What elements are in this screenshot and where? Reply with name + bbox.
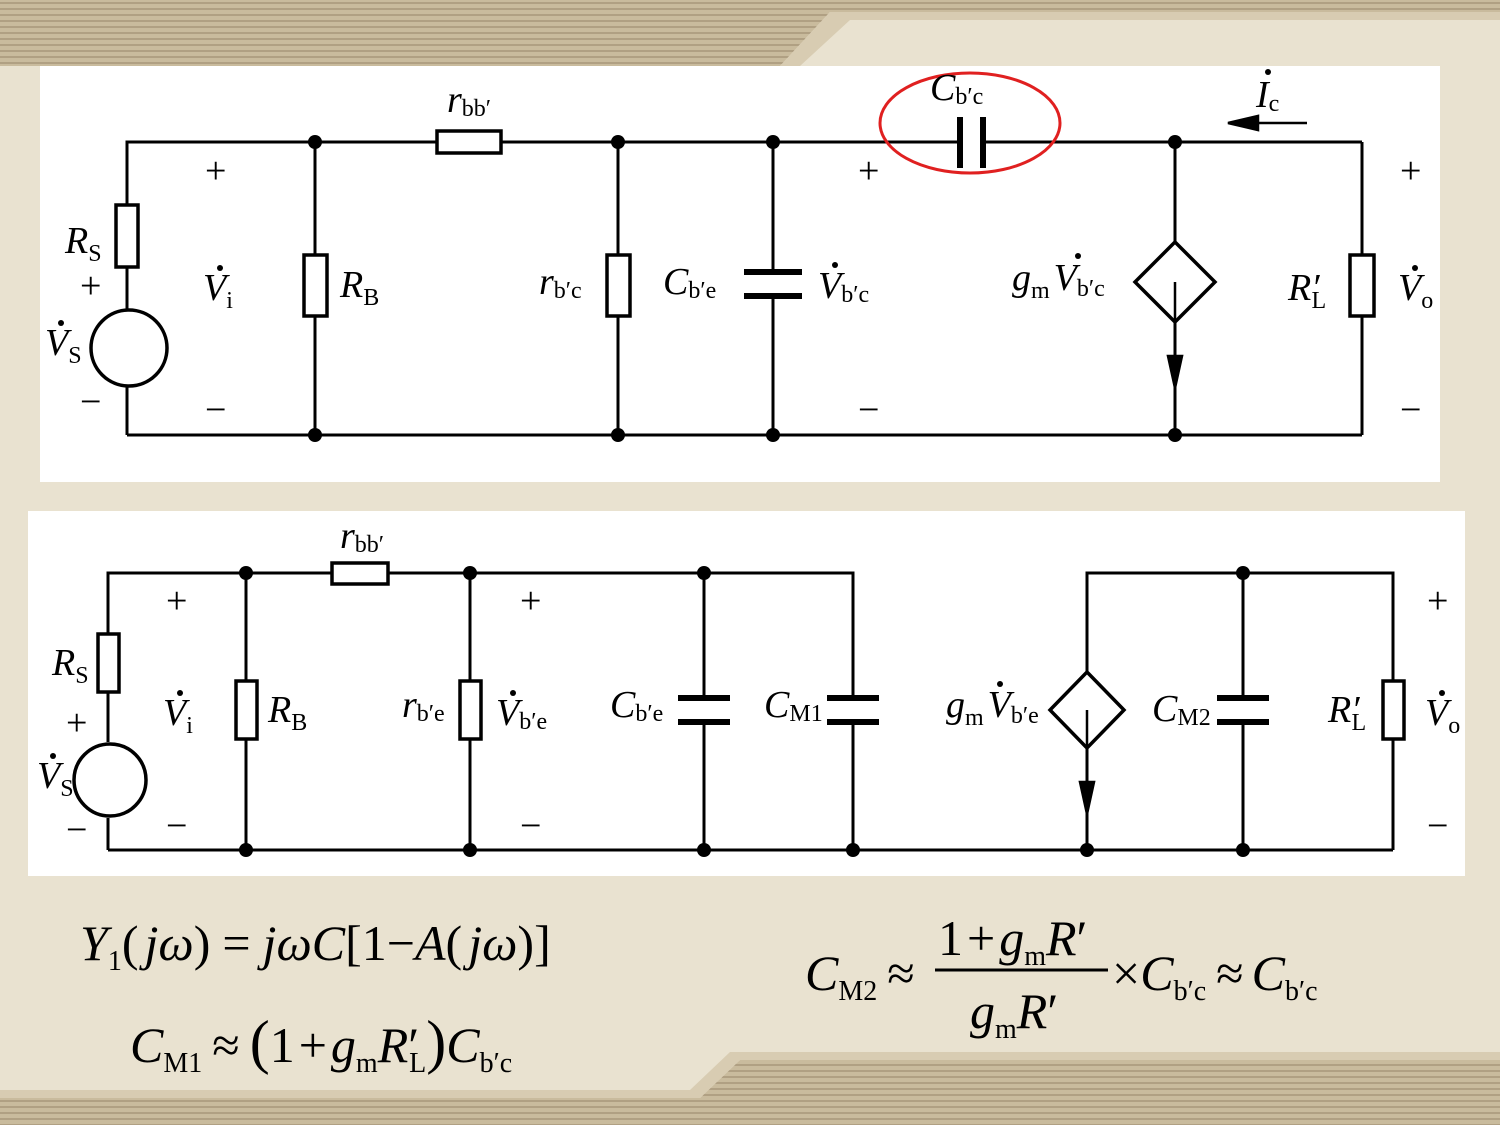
label-rb-top: RB (339, 264, 379, 311)
dot-vo-bottom (1439, 690, 1445, 696)
sign-minus-vs-top: − (80, 381, 101, 423)
sign-minus-vi-bottom: − (166, 805, 187, 847)
resistor-rs-top (114, 203, 140, 269)
current-arrow-left-ic (1227, 114, 1260, 132)
label-rbb-top: rbb′ (447, 79, 491, 122)
label-rs-bottom: RS (51, 642, 89, 689)
dot-vs-bottom (50, 753, 56, 759)
sign-plus-vo-bottom: + (1427, 580, 1448, 622)
label-cbe-bottom: Cb′e (610, 684, 663, 727)
sign-minus-vo-top: − (1400, 389, 1421, 431)
sign-minus-vo-bottom: − (1427, 805, 1448, 847)
resistor-rbb-bottom (330, 561, 390, 586)
bottom-components (72, 561, 1406, 818)
label-rbe-bottom: rb′e (402, 684, 445, 727)
top-capacitors (744, 117, 986, 299)
resistor-rbe-bottom (458, 679, 483, 741)
label-cbc-top: Cb′c (930, 67, 983, 110)
bottom-stripe-edge (0, 1052, 1500, 1098)
label-rbc-top: rb′c (539, 261, 582, 304)
top-arrows (1166, 114, 1307, 389)
top-nodes (308, 135, 1182, 442)
dot-vi-bottom (177, 690, 183, 696)
resistor-rbb-top (435, 129, 503, 155)
label-vi-top: Vi (203, 267, 233, 314)
resistor-rbc-top (605, 253, 632, 318)
label-cm2: CM2 (1152, 688, 1211, 731)
dot-ic-top (1265, 69, 1271, 75)
top-stripe-edge (780, 12, 1500, 66)
top-stripe (0, 0, 1500, 66)
label-cm1: CM1 (764, 684, 823, 727)
label-vs-bottom: VS (37, 755, 74, 802)
label-vs-top: VS (45, 322, 82, 369)
sign-plus-vi-top: + (205, 150, 226, 192)
dot-vo-top (1412, 265, 1418, 271)
label-rs-top: RS (64, 220, 102, 267)
label-ic-top: Ic (1255, 74, 1279, 117)
label-rl-bottom: R′L (1327, 689, 1366, 736)
label-vbe-bottom: Vb′e (496, 692, 547, 735)
sign-plus-vo-top: + (1400, 150, 1421, 192)
top-components (89, 129, 1376, 388)
label-rbb-bottom: rbb′ (340, 515, 384, 558)
highlight-circle (878, 71, 1062, 175)
sign-plus-vbc-top: + (858, 150, 879, 192)
resistor-rb-bottom (234, 679, 259, 741)
label-rb-bottom: RB (267, 689, 307, 736)
sign-minus-vbc-top: − (858, 389, 879, 431)
resistor-rs-bottom (96, 632, 121, 694)
current-arrow-down-top (1166, 354, 1184, 389)
dot-gm-vbe-bottom (997, 681, 1003, 687)
resistor-rl-bottom (1381, 679, 1406, 741)
sign-plus-vs-top: + (80, 265, 101, 307)
sign-plus-vi-bottom: + (166, 580, 187, 622)
sign-plus-vbe-bottom: + (520, 580, 541, 622)
sign-minus-vi-top: − (205, 389, 226, 431)
top-wires (125, 140, 1364, 437)
top-circuit-diagram: RS + − VS + − Vi RB rbb′ rb′c Cb′e Vb′c … (45, 67, 1433, 442)
bottom-capacitors (678, 695, 1269, 725)
top-circuit-panel: RS + − VS + − Vi RB rbb′ rb′c Cb′e Vb′c … (40, 66, 1440, 482)
label-vbc-top: Vb′c (818, 265, 869, 308)
label-rl-top: R′L (1287, 267, 1326, 314)
dot-vbc-top (832, 262, 838, 268)
current-arrow-down-bottom (1078, 780, 1096, 815)
label-vo-top: Vo (1398, 267, 1433, 314)
voltage-source-vs-bottom (72, 742, 148, 818)
label-vo-bottom: Vo (1425, 692, 1460, 739)
dot-vi-top (217, 265, 223, 271)
bottom-arrows (1078, 710, 1096, 815)
dot-gm-vbc-top (1075, 253, 1081, 259)
resistor-rl-top (1348, 253, 1376, 318)
dot-vbe-bottom (510, 690, 516, 696)
bottom-circuit-diagram: RS + − VS + − Vi RB rbb′ rb′e + − Vb′e C… (37, 515, 1460, 857)
sign-minus-vbe-bottom: − (520, 805, 541, 847)
bottom-nodes (239, 566, 1250, 857)
bottom-circuit-panel: RS + − VS + − Vi RB rbb′ rb′e + − Vb′e C… (28, 511, 1465, 876)
sign-plus-vs-bottom: + (66, 702, 87, 744)
bottom-stripe (0, 1060, 1500, 1125)
resistor-rb-top (302, 253, 329, 318)
dot-vs-top (58, 320, 64, 326)
label-vi-bottom: Vi (163, 692, 193, 739)
voltage-source-vs-top (89, 308, 169, 388)
sign-minus-vs-bottom: − (66, 809, 87, 851)
label-cbe-top: Cb′e (663, 261, 716, 304)
